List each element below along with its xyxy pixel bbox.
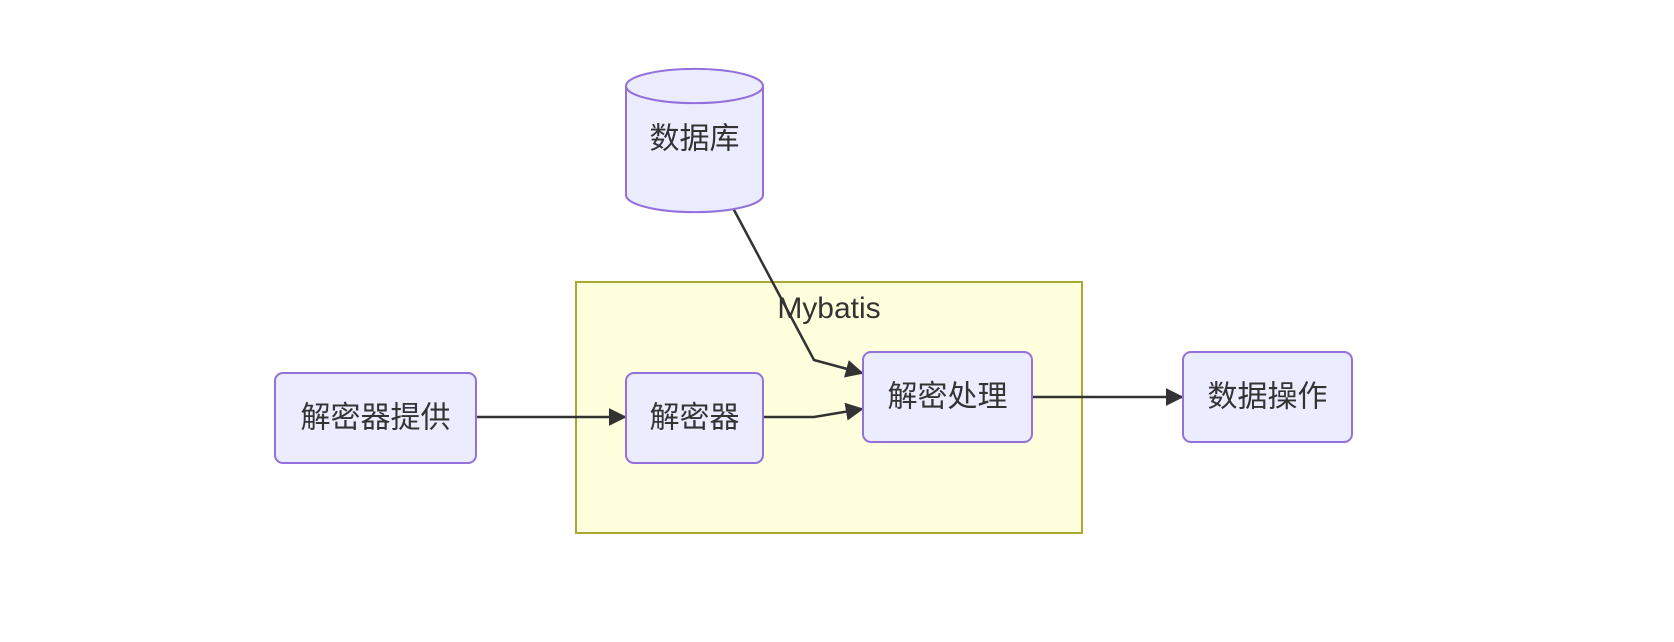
node-provider[interactable]: 解密器提供 [274,372,477,464]
node-database-label: 数据库 [650,122,740,157]
node-data-operation-box[interactable] [1182,351,1353,443]
cluster-mybatis-label: Mybatis [777,292,880,325]
edge-database-to-processing [731,207,864,378]
node-provider-label: 解密器提供 [301,401,451,436]
edges [476,207,1184,426]
node-processing-label: 解密处理 [888,380,1008,415]
node-database[interactable]: 数据库 [625,67,764,214]
node-provider-box[interactable] [274,372,477,464]
database-cylinder-top-rim [625,85,764,105]
database-cylinder-icon[interactable] [625,67,764,214]
node-processing[interactable]: 解密处理 [862,351,1033,443]
node-data-operation[interactable]: 数据操作 [1182,351,1353,443]
node-decryptor-box[interactable] [625,372,764,464]
node-decryptor-label: 解密器 [650,401,740,436]
node-data-operation-label: 数据操作 [1208,380,1328,415]
edge-decryptor-to-processing [763,402,864,421]
node-decryptor[interactable]: 解密器 [625,372,764,464]
node-processing-box[interactable] [862,351,1033,443]
